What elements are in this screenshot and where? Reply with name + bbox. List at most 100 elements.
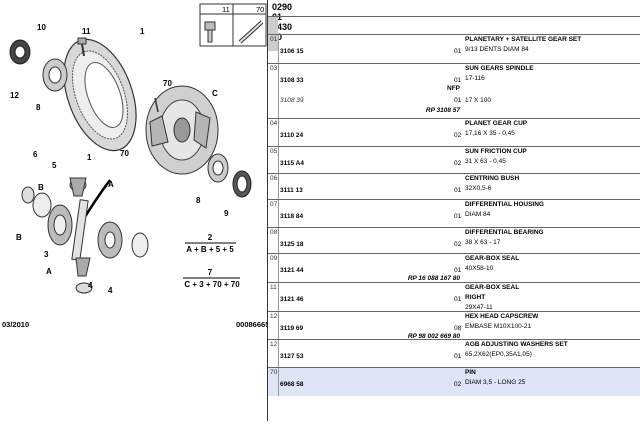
desc-cell: 65,2X62(EP0,35A1,05)	[465, 351, 532, 358]
ref-cell: 08	[270, 229, 278, 236]
part-cell: 3121 46	[280, 296, 304, 303]
qty-cell: 01	[454, 187, 462, 194]
part-cell: 3118 84	[280, 213, 304, 220]
qty-cell: 01	[454, 213, 462, 220]
callout-8: 8	[36, 103, 41, 112]
part-cell: 3127 53	[280, 353, 304, 360]
qty-cell: 01	[454, 48, 462, 55]
bearing-left	[42, 58, 68, 92]
qty-cell: 02	[454, 160, 462, 167]
part-cell: 3125 18	[280, 241, 304, 248]
ref-cell: 07	[270, 201, 278, 208]
desc-cell: DIAM 3,5 - LONG 25	[465, 379, 526, 386]
name-cell: SUN GEARS SPINDLE	[465, 65, 534, 72]
callout-8: 8	[196, 196, 201, 205]
name-cell: PLANETARY + SATELLITE GEAR SET	[465, 36, 582, 43]
ref-cell: 12	[270, 341, 278, 348]
qty-cell: 01	[454, 296, 462, 303]
desc-cell: 32X0,5-6	[465, 185, 492, 192]
diagram-date: 03/2010	[2, 320, 29, 329]
callout-12: 12	[10, 91, 19, 100]
desc-cell: 17 X 100	[465, 97, 492, 104]
part-cell: 3119 69	[280, 325, 304, 332]
name-cell: DIFFERENTIAL BEARING	[465, 229, 544, 236]
pin-part	[154, 97, 159, 113]
ref-cell: 09	[270, 255, 278, 262]
callout-A: A	[108, 180, 114, 189]
callout-B: B	[16, 233, 22, 242]
ref-cell: 11	[270, 284, 277, 291]
qty-cell: 01	[454, 267, 462, 274]
desc-cell: 9/13 DENTS DIAM 84	[465, 46, 529, 53]
part-cell: 6968 58	[280, 381, 304, 388]
callout-4: 4	[88, 281, 93, 290]
formula2-expression: C + 3 + 70 + 70	[184, 280, 240, 289]
callout-5: 5	[52, 161, 57, 170]
ref-cell: 01	[270, 36, 278, 43]
bolt-icon	[204, 21, 216, 43]
nfp-cell: NFP	[447, 85, 460, 92]
callout-C: C	[212, 89, 218, 98]
panel-divider	[267, 0, 268, 421]
ref-cell: 04	[270, 120, 278, 127]
planet-gear-stack	[21, 177, 149, 294]
desc-cell: 31 X 63 - 0,45	[465, 158, 506, 165]
seal-left	[9, 39, 31, 65]
rp-cell: RP 16 088 167 80	[407, 275, 460, 282]
qty-cell: 01	[454, 77, 462, 84]
ref-cell: 70	[270, 369, 278, 376]
capscrew	[77, 37, 87, 57]
name-cell: PLANET GEAR CUP	[465, 120, 528, 127]
name-cell: SUN FRICTION CUP	[465, 148, 527, 155]
desc-cell: 40X58-10	[465, 265, 494, 272]
callout-1: 1	[87, 153, 92, 162]
callout-1: 1	[140, 27, 145, 36]
name-cell: HEX HEAD CAPSCREW	[465, 313, 539, 320]
name-cell: RIGHT	[465, 294, 486, 301]
callout-9: 9	[224, 209, 229, 218]
differential-exploded-view: 11 70	[2, 3, 269, 329]
callout-10: 10	[37, 23, 46, 32]
name-cell: GEAR-BOX SEAL	[465, 255, 520, 262]
part-cell: 3106 15	[280, 48, 304, 55]
diagram-doc-ref: 00086665	[236, 320, 268, 329]
seal-right	[232, 170, 252, 198]
ring-gear	[63, 38, 137, 152]
desc-cell: 38 X 63 - 17	[465, 239, 501, 246]
ref-cell: 06	[270, 175, 278, 182]
formula2-number: 7	[208, 268, 213, 277]
differential-housing	[145, 85, 219, 175]
name-cell: DIFFERENTIAL HOUSING	[465, 201, 544, 208]
desc-cell: 17-116	[465, 75, 485, 82]
name-cell: AGB ADJUSTING WASHERS SET	[465, 341, 568, 348]
name-cell: GEAR-BOX SEAL	[465, 284, 520, 291]
part-cell: 3111 13	[280, 187, 303, 194]
rp-cell: RP 98 002 669 80	[407, 333, 460, 340]
pin-icon	[238, 20, 264, 44]
desc-cell: 17,16 X 35 - 0,45	[465, 130, 515, 137]
qty-cell: 01	[454, 353, 462, 360]
part-cell: 3115 A4	[280, 160, 304, 167]
thumb-label-11: 11	[222, 5, 230, 14]
qty-cell: 02	[454, 381, 462, 388]
qty-cell: 01	[454, 97, 462, 104]
part-cell: 3108 39	[280, 97, 304, 104]
callout-70: 70	[163, 79, 172, 88]
exploded-diagram: 11 70	[0, 0, 269, 421]
ref-cell: 12	[270, 313, 278, 320]
callout-A: A	[46, 267, 52, 276]
part-cell: 3108 33	[280, 77, 304, 84]
